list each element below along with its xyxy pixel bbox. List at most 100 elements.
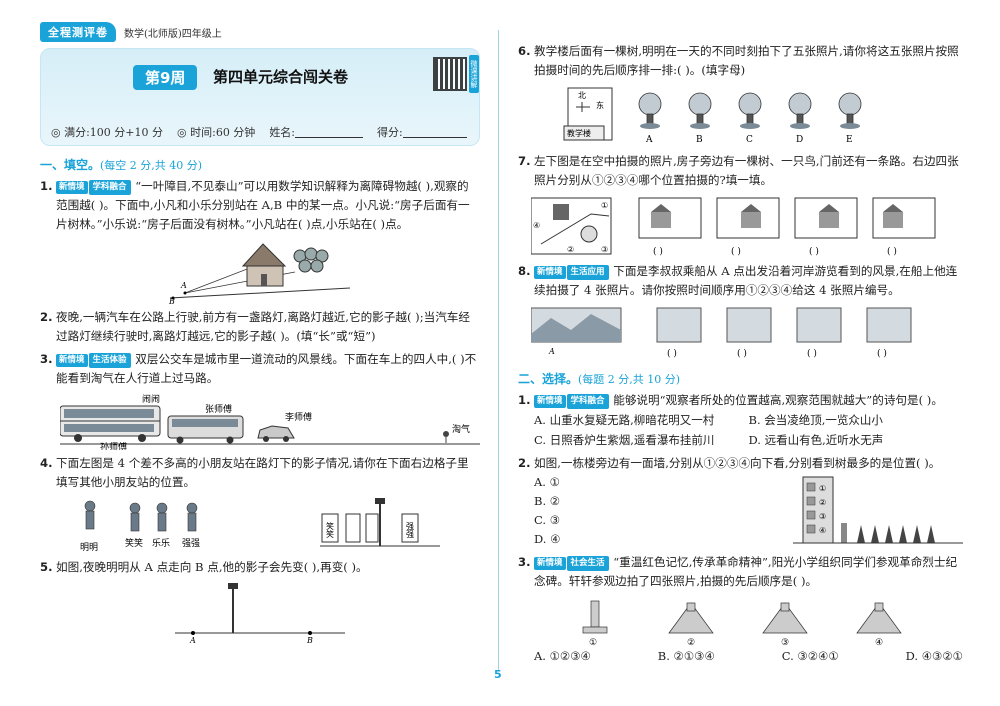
floor-3: ③ bbox=[819, 512, 826, 521]
week-label: 第9周 bbox=[133, 65, 198, 90]
floor-4: ④ bbox=[819, 526, 826, 535]
left-column: 全程测评卷 数学(北师版)四年级上 第9周 第四单元综合闯关卷 微课讲解 ◎ 满… bbox=[40, 22, 480, 649]
question-7: 7. 左下图是在空中拍摄的照片,房子旁边有一棵树、一只鸟,门前还有一条路。右边四… bbox=[518, 154, 959, 187]
q6-figure: 北 东 教学楼 A B C D E bbox=[518, 82, 963, 148]
badge-new-situation: 新情境 bbox=[56, 354, 88, 367]
mark-1: ① bbox=[601, 201, 608, 210]
choice-question-3-text: “重温红色记忆,传承革命精神”,阳光小学组织同学们参观革命烈士纪念碑。轩轩参观边… bbox=[534, 555, 958, 588]
choice-1-option-a[interactable]: A. 山重水复疑无路,柳暗花明又一村 bbox=[534, 413, 715, 427]
badge-social: 社会生活 bbox=[566, 556, 609, 571]
point-a: A bbox=[548, 347, 555, 356]
question-1: 1. 新情境学科融合 “一叶障目,不见泰山”可以用数学知识解释为离障碍物越( )… bbox=[40, 179, 470, 231]
choice-1-options: A. 山重水复疑无路,柳暗花明又一村 B. 会当凌绝顶,一览众山小 C. 日照香… bbox=[518, 410, 963, 450]
photo-b: B bbox=[696, 135, 703, 145]
page-title: 第四单元综合闯关卷 bbox=[213, 68, 349, 86]
badge-new-situation: 新情境 bbox=[534, 557, 566, 570]
qr-code-icon bbox=[433, 57, 467, 91]
q8-blank-1: ( ) bbox=[667, 348, 677, 359]
section-choice: 二、选择。(每题 2 分,共 10 分) bbox=[518, 372, 681, 386]
question-4-text: 下面左图是 4 个差不多高的小朋友站在路灯下的影子情况,请你在下面右边格子里填写… bbox=[56, 456, 469, 489]
point-a: A bbox=[180, 281, 187, 290]
choice-question-1-text: 能够说明“观察者所处的位置越高,观察范围就越大”的诗句是( )。 bbox=[613, 393, 943, 407]
badge-subject: 学科融合 bbox=[566, 394, 609, 409]
choice-2-option-a[interactable]: A. ① bbox=[534, 475, 560, 489]
kid-lele: 乐乐 bbox=[152, 537, 170, 549]
floor-2: ② bbox=[819, 498, 826, 507]
badge-subject: 学科融合 bbox=[88, 180, 131, 195]
point-b: B bbox=[306, 636, 313, 645]
question-5-text: 如图,夜晚明明从 A 点走向 B 点,他的影子会先变( ),再变( )。 bbox=[56, 560, 368, 574]
page-number: 5 bbox=[494, 668, 502, 681]
bus-street-figure: 闹闹 张师傅 李师傅 孙师傅 淘气 bbox=[60, 393, 480, 450]
question-3-text: 双层公交车是城市里一道流动的风景线。下面在车上的四人中,( )不能看到淘气在人行… bbox=[56, 352, 477, 385]
question-7-text: 左下图是在空中拍摄的照片,房子旁边有一棵树、一只鸟,门前还有一条路。右边四张照片… bbox=[534, 154, 959, 187]
point-a: A bbox=[189, 636, 196, 645]
q7-blank-4: ( ) bbox=[887, 246, 897, 257]
lamp-boxes-figure: 笑笑 强强 bbox=[320, 498, 440, 547]
choice-1-option-d[interactable]: D. 远看山有色,近听水无声 bbox=[748, 433, 884, 447]
question-3: 3. 新情境生活体验 双层公交车是城市里一道流动的风景线。下面在车上的四人中,(… bbox=[40, 352, 477, 385]
house-trees-figure: B A bbox=[168, 243, 351, 304]
q7-blank-2: ( ) bbox=[731, 246, 741, 257]
score-field[interactable]: 得分: bbox=[377, 124, 467, 140]
box-xiaoxiao: 笑笑 bbox=[326, 521, 335, 539]
kid-mingming: 明明 bbox=[80, 542, 98, 553]
photo-c: C bbox=[746, 135, 753, 145]
photo-e: E bbox=[846, 135, 853, 145]
choice-2-option-d[interactable]: D. ④ bbox=[534, 532, 561, 546]
q7-blank-3: ( ) bbox=[809, 246, 819, 257]
q1-figure: B A bbox=[40, 236, 480, 304]
q3-figure: 闹闹 张师傅 李师傅 孙师傅 淘气 bbox=[40, 390, 480, 450]
north-label: 北 bbox=[578, 91, 586, 100]
header-tag-bar: 全程测评卷 数学(北师版)四年级上 bbox=[40, 22, 480, 42]
choice-3-option-a[interactable]: A. ①②③④ bbox=[534, 649, 591, 663]
person-naonao: 闹闹 bbox=[142, 393, 160, 405]
name-field[interactable]: 姓名: bbox=[269, 124, 364, 140]
kid-qiangqiang: 强强 bbox=[182, 538, 200, 549]
choice-2-option-b[interactable]: B. ② bbox=[534, 494, 561, 508]
caption-3: ③ bbox=[781, 638, 789, 647]
qr-side-label: 微课讲解 bbox=[469, 55, 479, 93]
question-2-text: 夜晚,一辆汽车在公路上行驶,前方有一盏路灯,离路灯越近,它的影子越( );当汽车… bbox=[56, 310, 470, 343]
building-label: 教学楼 bbox=[567, 128, 591, 138]
question-4: 4. 下面左图是 4 个差不多高的小朋友站在路灯下的影子情况,请你在下面右边格子… bbox=[40, 456, 469, 489]
monument-photos-figure: ① ② ③ ④ bbox=[582, 600, 902, 647]
caption-1: ① bbox=[589, 638, 597, 647]
question-1-text: “一叶障目,不见泰山”可以用数学知识解释为离障碍物越( ),观察的范围越( )。… bbox=[56, 179, 470, 231]
choice-question-3: 3. 新情境社会生活 “重温红色记忆,传承革命精神”,阳光小学组织同学们参观革命… bbox=[518, 555, 958, 588]
q8-blank-2: ( ) bbox=[737, 348, 747, 359]
q5-figure: A B bbox=[40, 579, 480, 647]
choice-1-option-b[interactable]: B. 会当凌绝顶,一览众山小 bbox=[748, 413, 883, 427]
person-sun: 孙师傅 bbox=[100, 441, 127, 450]
title-banner: 第9周 第四单元综合闯关卷 微课讲解 ◎ 满分:100 分+10 分 ◎ 时间:… bbox=[40, 48, 480, 146]
choice-2-body: A. ① B. ② C. ③ D. ④ ① ② ③ ④ bbox=[518, 473, 963, 549]
q8-blank-3: ( ) bbox=[807, 348, 817, 359]
question-6-text: 教学楼后面有一棵树,明明在一天的不同时刻拍下了五张照片,请你将这五张照片按照拍摄… bbox=[534, 44, 959, 77]
question-2: 2. 夜晚,一辆汽车在公路上行驶,前方有一盏路灯,离路灯越近,它的影子越( );… bbox=[40, 310, 470, 343]
q7-blank-1: ( ) bbox=[653, 246, 663, 257]
point-b: B bbox=[168, 297, 175, 304]
badge-new-situation: 新情境 bbox=[56, 181, 88, 194]
badge-life: 生活体验 bbox=[88, 353, 131, 368]
q4-figure: 明明 笑笑 乐乐 强强 笑笑 强强 bbox=[40, 494, 480, 554]
q7-figure: ④ ① ② ③ ( ) ( ) ( ) ( ) bbox=[518, 192, 963, 258]
badge-new-situation: 新情境 bbox=[534, 395, 566, 408]
choice-3-option-d[interactable]: D. ④③②① bbox=[905, 649, 963, 663]
section-fill-in: 一、填空。(每空 2 分,共 40 分) bbox=[40, 158, 203, 172]
column-divider bbox=[498, 30, 499, 670]
choice-question-2-text: 如图,一栋楼旁边有一面墙,分别从①②③④向下看,分别看到树最多的是位置( )。 bbox=[534, 456, 941, 470]
choice-2-option-c[interactable]: C. ③ bbox=[534, 513, 561, 527]
choice-3-options: A. ①②③④ B. ②①③④ C. ③②④① D. ④③②① bbox=[518, 649, 963, 663]
caption-2: ② bbox=[687, 638, 695, 647]
photo-d: D bbox=[796, 135, 803, 145]
lamp-path-figure: A B bbox=[175, 583, 345, 645]
s2q3-figure: ① ② ③ ④ bbox=[518, 593, 963, 647]
choice-1-option-c[interactable]: C. 日照香炉生紫烟,遥看瀑布挂前川 bbox=[534, 433, 715, 447]
choice-3-option-b[interactable]: B. ②①③④ bbox=[657, 649, 715, 663]
choice-3-option-c[interactable]: C. ③②④① bbox=[781, 649, 839, 663]
exam-info: ◎ 满分:100 分+10 分 ◎ 时间:60 分钟 姓名: 得分: bbox=[51, 124, 467, 140]
full-score: ◎ 满分:100 分+10 分 bbox=[51, 126, 164, 139]
book-subtitle: 数学(北师版)四年级上 bbox=[124, 28, 222, 40]
choice-2-options: A. ① B. ② C. ③ D. ④ bbox=[534, 473, 560, 549]
caption-4: ④ bbox=[875, 638, 883, 647]
